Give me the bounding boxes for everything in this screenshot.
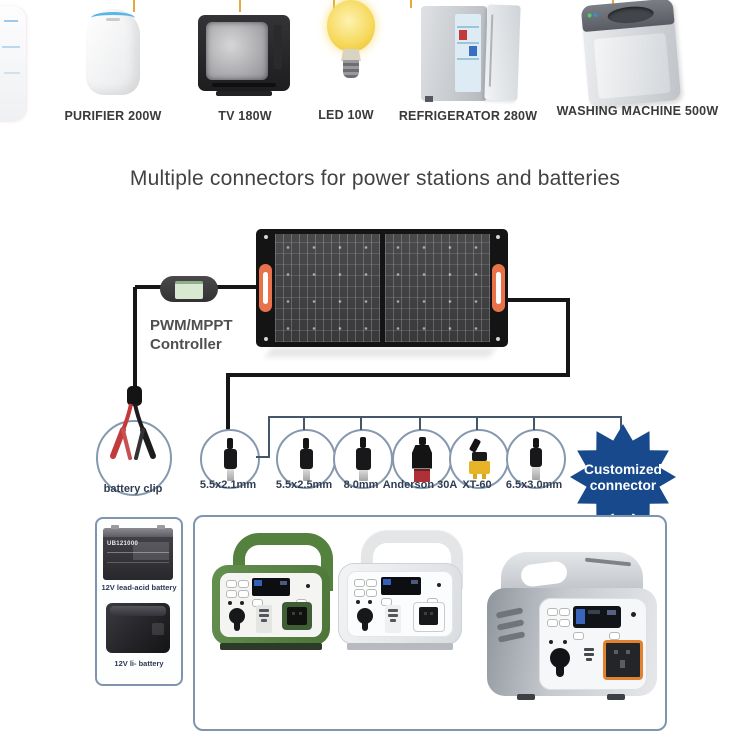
station-display	[573, 606, 621, 628]
manifold-drop	[419, 416, 421, 430]
plug-5-5x2-5-circle	[276, 429, 336, 489]
battery-clip-icon	[110, 403, 156, 460]
dc-port	[229, 608, 245, 624]
silver-power-station	[487, 552, 657, 704]
wire-drop-to-plug	[226, 373, 230, 431]
usb-ports	[256, 605, 272, 633]
customized-connector-badge: Customized connector	[570, 424, 676, 530]
partial-appliance-left-edge	[0, 6, 26, 122]
appliance-label: PURIFIER 200W	[64, 109, 162, 123]
solar-cells-left	[275, 234, 380, 342]
barrel-plug-icon	[530, 438, 542, 480]
wire-panel-right	[506, 298, 570, 302]
wire-splitter	[127, 386, 142, 406]
xt60-plug-icon	[468, 438, 490, 479]
battery-caption: 12V lead-acid battery	[101, 583, 177, 592]
connector-label: 5.5x2.1mm	[199, 479, 257, 491]
manifold-line	[256, 456, 270, 458]
solar-panel	[256, 229, 508, 347]
battery-options-box: UB121000 12V lead-acid battery 12V li- b…	[95, 517, 183, 686]
hang-line	[333, 0, 335, 9]
panel-handle-left	[259, 264, 272, 312]
connector-label: Anderson 30A	[382, 479, 458, 491]
station-front-panel	[347, 571, 453, 637]
dc-port	[550, 648, 570, 668]
plug-8-0mm-circle	[333, 429, 393, 489]
barrel-plug-icon	[355, 437, 371, 481]
led-bulb-icon	[327, 0, 375, 52]
controller-screen	[175, 281, 203, 299]
pwm-mppt-controller-device	[160, 276, 218, 302]
station-display	[252, 578, 290, 596]
hang-line	[133, 0, 135, 12]
connector-label: XT-60	[462, 479, 492, 491]
anderson-plug-icon	[412, 436, 432, 482]
led-bulb-screw	[343, 60, 359, 78]
dc-port	[357, 608, 373, 624]
panel-handle-right	[492, 264, 505, 312]
battery-sticker: UB121000	[107, 541, 139, 547]
station-front-panel	[539, 598, 647, 690]
battery-caption: 12V li- battery	[114, 659, 164, 668]
ac-outlet-orange	[603, 640, 643, 680]
hang-line	[410, 0, 412, 8]
svg-text:connector: connector	[590, 478, 657, 493]
xt60-circle	[449, 429, 509, 489]
tv-base	[216, 91, 272, 96]
appliance-label: TV 180W	[218, 109, 272, 123]
station-front-panel	[220, 573, 322, 637]
washing-machine-icon	[580, 0, 682, 108]
tv-icon	[198, 15, 290, 91]
appliance-label: REFRIGERATOR 280W	[398, 109, 538, 123]
manifold-drop	[476, 416, 478, 430]
plug-6-5x3-0-circle	[506, 429, 566, 489]
li-battery-image	[106, 603, 170, 653]
usb-ports	[581, 644, 597, 676]
manifold-drop	[533, 416, 535, 430]
manifold-line	[268, 416, 622, 418]
wire-right-vertical	[566, 298, 570, 377]
anderson-circle	[392, 429, 452, 489]
hang-line	[239, 0, 241, 12]
manifold-drop	[620, 416, 622, 434]
barrel-plug-icon	[299, 437, 313, 481]
lead-acid-battery-image: UB121000	[103, 525, 173, 580]
svg-text:Customized: Customized	[584, 462, 662, 477]
barrel-plug-icon	[223, 437, 237, 481]
connector-label: 8.0mm	[343, 479, 379, 491]
ac-outlet	[282, 602, 312, 630]
white-power-station	[338, 529, 463, 653]
manifold-drop	[360, 416, 362, 430]
controller-label: PWM/MPPT Controller	[150, 317, 233, 353]
plug-5-5x2-1-circle	[200, 429, 260, 489]
refrigerator-icon	[421, 6, 487, 102]
air-purifier-icon	[86, 9, 140, 95]
appliance-label: LED 10W	[318, 108, 374, 122]
led-bulb-base	[341, 49, 361, 61]
refrigerator-open-door	[484, 4, 521, 101]
usb-ports	[385, 605, 401, 633]
ac-outlet	[413, 602, 445, 632]
manifold-drop	[303, 416, 305, 430]
connector-label: battery clip	[103, 483, 163, 495]
wire-left-vertical	[133, 287, 137, 389]
manifold-line	[268, 416, 270, 458]
connector-label: 6.5x3.0mm	[505, 479, 563, 491]
connector-label: 5.5x2.5mm	[275, 479, 333, 491]
solar-panel-shadow	[265, 348, 496, 357]
wire-bottom-horizontal	[226, 373, 570, 377]
station-display	[381, 577, 421, 595]
solar-cells-right	[385, 234, 490, 342]
appliance-label: WASHING MACHINE 500W	[556, 104, 719, 118]
green-power-station	[212, 531, 333, 653]
headline: Multiple connectors for power stations a…	[129, 167, 621, 190]
